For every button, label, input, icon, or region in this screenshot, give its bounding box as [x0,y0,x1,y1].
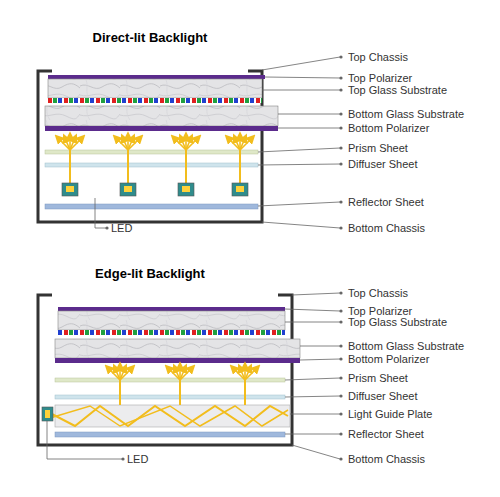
part-label: LED [127,452,148,466]
color-filter [58,330,285,335]
light-ray [180,368,192,380]
guided-light [50,406,288,426]
light-ray [120,368,132,380]
light-ray [186,138,198,150]
diffuser-sheet [55,395,285,399]
part-label: Bottom Chassis [348,452,425,466]
led [62,183,78,196]
guided-light [50,406,288,426]
light-ray [185,136,187,150]
chassis [38,71,262,222]
part-label: Bottom Polarizer [348,352,429,366]
part-label: Top Polarizer [348,71,412,85]
edge-lit-assembly [38,295,300,445]
diagram-title: Edge-lit Backlight [95,266,205,282]
light-ray [239,136,241,150]
led-die [182,186,190,192]
polarizer [45,126,278,131]
part-label: Bottom Glass Substrate [348,339,464,353]
leader-lines [47,57,340,459]
reflector-sheet [55,432,285,437]
part-label: Reflector Sheet [348,427,424,441]
led [42,407,53,421]
color-filter [48,98,262,103]
glass [48,79,262,98]
direct-lit-assembly [38,71,278,222]
part-label: Light Guide Plate [348,407,432,421]
polarizer [55,358,300,363]
light-ray [168,368,180,380]
led-die [66,186,74,192]
part-label: Reflector Sheet [348,195,424,209]
led [120,183,136,196]
light-ray [108,368,120,380]
polarizer [58,307,285,311]
light-ray [244,366,246,380]
light-ray [69,150,71,183]
led-row [62,183,248,196]
light-ray [245,368,257,380]
light-ray [127,136,129,150]
part-label: Prism Sheet [348,141,408,155]
light-ray [179,366,181,380]
light-ray [119,366,121,380]
led-die [124,186,132,192]
light-ray [128,138,140,150]
led [232,183,248,196]
chassis [38,295,292,445]
part-label: Prism Sheet [348,371,408,385]
part-label: Bottom Chassis [348,221,425,235]
light-ray [239,150,241,183]
light-ray [244,380,246,405]
light-ray [127,150,129,183]
led-die [236,186,244,192]
light-ray [69,136,71,150]
part-label: LED [111,221,132,235]
part-label: Bottom Glass Substrate [348,107,464,121]
part-label: Top Chassis [348,50,408,64]
part-label: Top Polarizer [348,304,412,318]
prism-sheet [55,378,285,382]
glass [45,106,278,126]
reflector-sheet [45,204,258,209]
prism-sheet [45,150,258,154]
glass [58,311,285,330]
light-ray [233,368,245,380]
light-ray [174,138,186,150]
leader-dots [105,55,342,460]
diffuser-sheet [45,163,258,167]
light-ray [116,138,128,150]
part-label: Top Glass Substrate [348,315,447,329]
light-ray [119,380,121,405]
glass [55,339,300,358]
part-label: Bottom Polarizer [348,121,429,135]
light-ray [185,150,187,183]
diagram-title: Direct-lit Backlight [93,30,208,46]
part-label: Diffuser Sheet [348,389,418,403]
light-ray [58,138,70,150]
part-label: Diffuser Sheet [348,157,418,171]
polarizer [48,75,265,79]
light-ray [228,138,240,150]
light-rays [58,136,252,183]
led [178,183,194,196]
light-ray [179,380,181,405]
light-ray [240,138,252,150]
light-rays [108,366,257,405]
part-label: Top Chassis [348,286,408,300]
led-die [45,410,50,418]
light-ray [70,138,82,150]
part-label: Top Glass Substrate [348,83,447,97]
